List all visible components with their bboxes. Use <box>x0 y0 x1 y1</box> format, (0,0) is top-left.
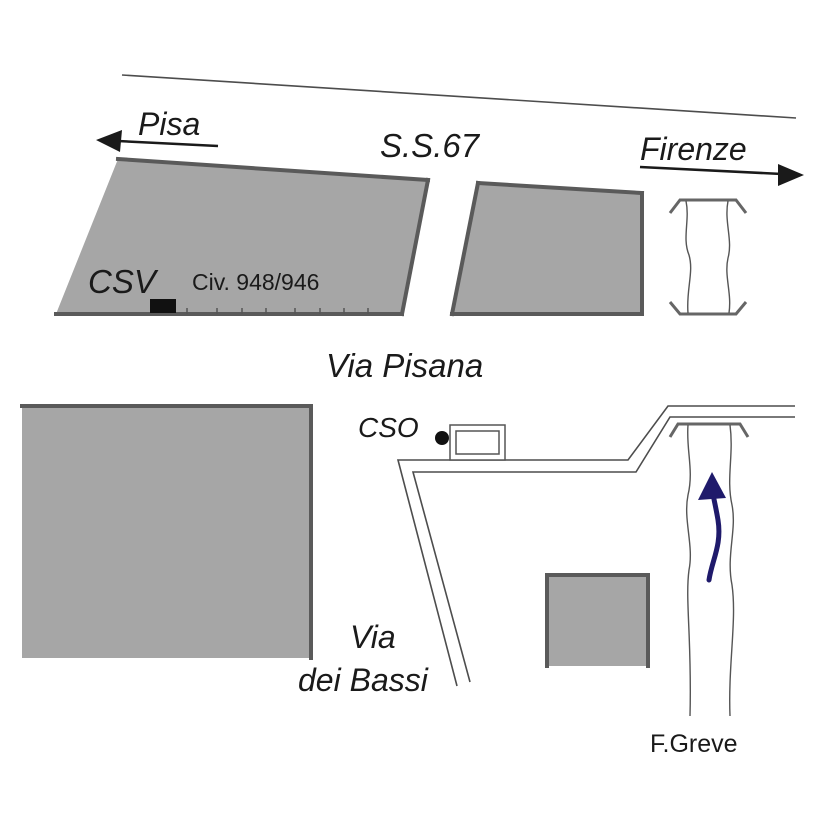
block-south-west <box>20 404 313 660</box>
block-north-middle <box>449 180 645 317</box>
via-label: Via <box>350 619 396 655</box>
civic-number-label: Civ. 948/946 <box>192 269 319 295</box>
block-north-west <box>54 156 431 317</box>
via-dei-bassi-road <box>396 405 795 687</box>
cso-structure-inner <box>455 430 500 455</box>
civic-number-ticks <box>186 308 369 314</box>
river-greve <box>668 422 750 717</box>
ss67-road-line <box>121 74 797 119</box>
river-flow-arrow-icon <box>698 472 726 583</box>
firenze-label: Firenze <box>640 131 747 167</box>
greve-label: F.Greve <box>650 730 738 758</box>
block-south-middle <box>545 573 650 668</box>
river-north-section <box>668 198 748 316</box>
firenze-arrow-icon <box>639 164 804 186</box>
csv-marker <box>150 299 176 313</box>
cso-label: CSO <box>358 412 419 443</box>
pisa-arrow-icon <box>96 130 219 152</box>
pisa-label: Pisa <box>138 106 200 142</box>
ss67-label: S.S.67 <box>380 127 481 164</box>
via-pisana-label: Via Pisana <box>326 347 483 384</box>
cso-marker <box>435 431 449 445</box>
csv-label: CSV <box>88 263 159 300</box>
dei-bassi-label: dei Bassi <box>298 662 429 698</box>
